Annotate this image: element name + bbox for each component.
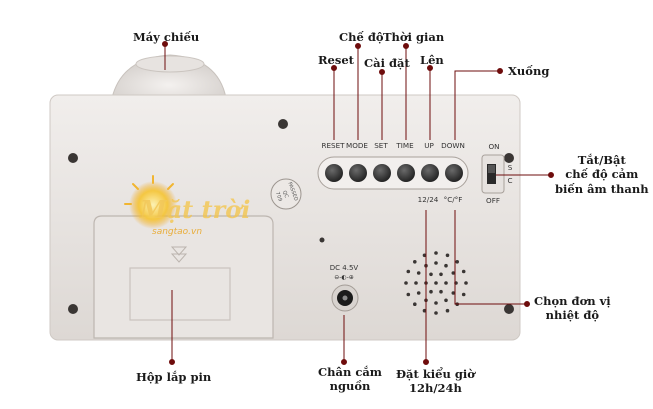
speaker-hole [404,281,408,285]
speaker-hole [434,311,438,315]
svg-text:⊖-◐-⊕: ⊖-◐-⊕ [334,274,354,281]
speaker-hole [434,251,438,255]
watermark-sub: sangtao.vn [152,227,202,237]
speaker-hole [439,289,443,294]
qc-sticker: PASSED QC 709 [270,178,302,210]
label-reset: Reset [318,53,354,67]
speaker-hole [413,260,417,264]
set-button[interactable] [373,164,391,182]
speaker-hole [439,272,443,277]
sticker-text-3: 709 [274,191,283,202]
label-sound-sensor-line3: biến âm thanh [555,181,649,196]
projector [111,54,227,99]
speaker-hole [406,269,411,274]
speaker-grille [404,251,468,315]
screw-holes [68,119,514,314]
speaker-hole [434,281,438,285]
speaker-hole [406,292,411,297]
label-temperature-unit-line1: Chọn đơn vị [534,294,611,308]
label-hour-format-line2: 12h/24h [408,381,462,396]
label-temperature-unit: Chọn đơn vị nhiệt độ [534,294,611,323]
watermark-logo: Mặt trời sangtao.vn [124,175,250,237]
speaker-hole [444,298,448,303]
label-power-jack-line2: nguồn [329,379,371,394]
speaker-hole [416,271,421,275]
speaker-hole [413,302,417,307]
speaker-hole [422,253,427,258]
battery-compartment [93,215,274,339]
label-set: Cài đặt [364,56,410,70]
speaker-hole [434,261,438,265]
leader-lines [162,41,554,365]
label-power-jack: Chân cắm nguồn [318,365,382,394]
speaker-hole [416,291,421,295]
unit-format-label: °C/°F [444,195,463,204]
speaker-hole [429,289,433,294]
down-button[interactable] [445,164,463,182]
label-sound-sensor-line2: chế độ cảm [565,167,639,182]
reset-button[interactable] [325,164,343,182]
label-sound-sensor: Tắt/Bật chế độ cảm biến âm thanh [555,153,649,196]
switch-c-label: C [507,176,512,185]
buttons [325,164,463,182]
speaker-hole [429,272,433,277]
mode-button[interactable] [349,164,367,182]
speaker-hole [464,281,468,285]
button-label-set: SET [374,141,388,150]
label-hour-format: Đặt kiểu giờ 12h/24h [396,367,475,396]
switch-on-label: ON [488,142,499,151]
label-time: Thời gian [383,30,445,44]
watermark-main: Mặt trời [139,195,250,224]
button-label-up: UP [424,141,434,150]
label-mode: Chế độ [339,30,384,44]
label-up: Lên [420,53,444,67]
label-sound-sensor-line1: Tắt/Bật [577,153,626,167]
up-button[interactable] [421,164,439,182]
label-power-jack-line1: Chân cắm [318,365,382,379]
speaker-hole [451,271,456,275]
speaker-hole [414,281,418,285]
label-battery: Hộp lắp pin [136,370,212,384]
speaker-hole [445,253,450,258]
speaker-hole [422,308,427,313]
dc-power-jack: DC 4.5V ⊖-◐-⊕ [330,264,359,312]
switch-off-label: OFF [486,196,500,205]
speaker-hole [461,269,466,274]
button-label-down: DOWN [441,141,465,150]
switch-s-label: S [508,163,513,172]
label-temperature-unit-line2: nhiệt độ [545,308,600,323]
sound-sensor-switch[interactable] [481,154,505,194]
speaker-hole [461,292,466,297]
speaker-hole [434,301,438,305]
speaker-hole [445,308,450,313]
label-projector: Máy chiếu [133,30,200,44]
label-down: Xuống [508,64,550,78]
dc-label: DC 4.5V [330,264,359,272]
button-label-mode: MODE [346,141,368,150]
arrow-down-icon [170,253,188,263]
speaker-hole [451,291,456,295]
speaker-hole [444,281,448,285]
sticker-text-2: QC [281,190,289,200]
speaker-hole [444,263,448,268]
speaker-hole [455,260,460,264]
hour-format-label: 12/24 [418,195,439,204]
time-button[interactable] [397,164,415,182]
button-label-time: TIME [395,141,414,150]
button-label-reset: RESET [321,141,345,150]
label-hour-format-line1: Đặt kiểu giờ [396,367,475,381]
